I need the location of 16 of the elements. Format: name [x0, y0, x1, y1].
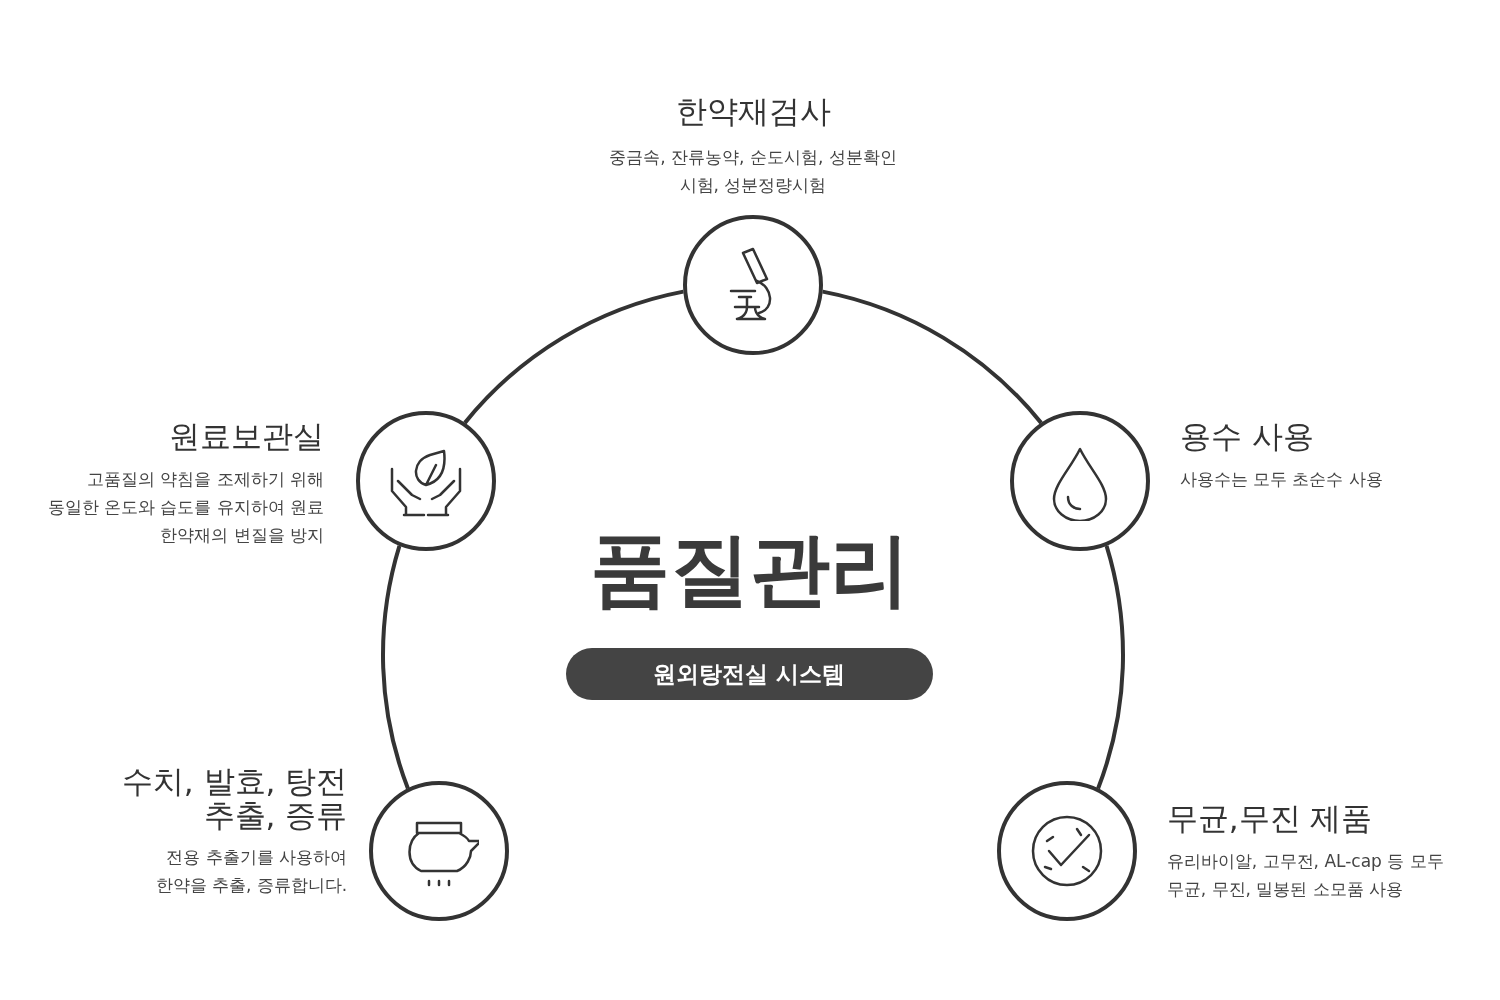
arc-connector: [381, 545, 410, 790]
description: 고품질의 약침을 조제하기 위해 동일한 온도와 습도를 유지하여 원료 한약재의 변질을 방지: [46, 468, 325, 548]
arc-connector: [1096, 545, 1125, 790]
heading: 용수 사용: [1179, 419, 1314, 454]
description: 중금속, 잔류농약, 순도시험, 성분확인 시험, 성분정량시험: [608, 146, 898, 197]
heading: 원료보관실: [168, 419, 325, 454]
system-pill: 원외탕전실 시스템: [566, 648, 933, 700]
heading: 한약재검사: [674, 94, 832, 128]
heading: 수치, 발효, 탕전 추출, 증류: [120, 764, 348, 833]
description: 전용 추출기를 사용하여 한약을 추출, 증류합니다.: [154, 846, 348, 898]
description: 사용수는 모두 초순수 사용: [1179, 468, 1384, 492]
arc-connector: [463, 289, 684, 425]
heading: 무균,무진 제품: [1166, 801, 1373, 836]
description: 유리바이알, 고무전, AL-cap 등 모두 무균, 무진, 밀봉된 소모품 사용: [1166, 850, 1445, 902]
center-title: 품질관리: [589, 522, 911, 618]
arc-connector: [822, 289, 1043, 425]
